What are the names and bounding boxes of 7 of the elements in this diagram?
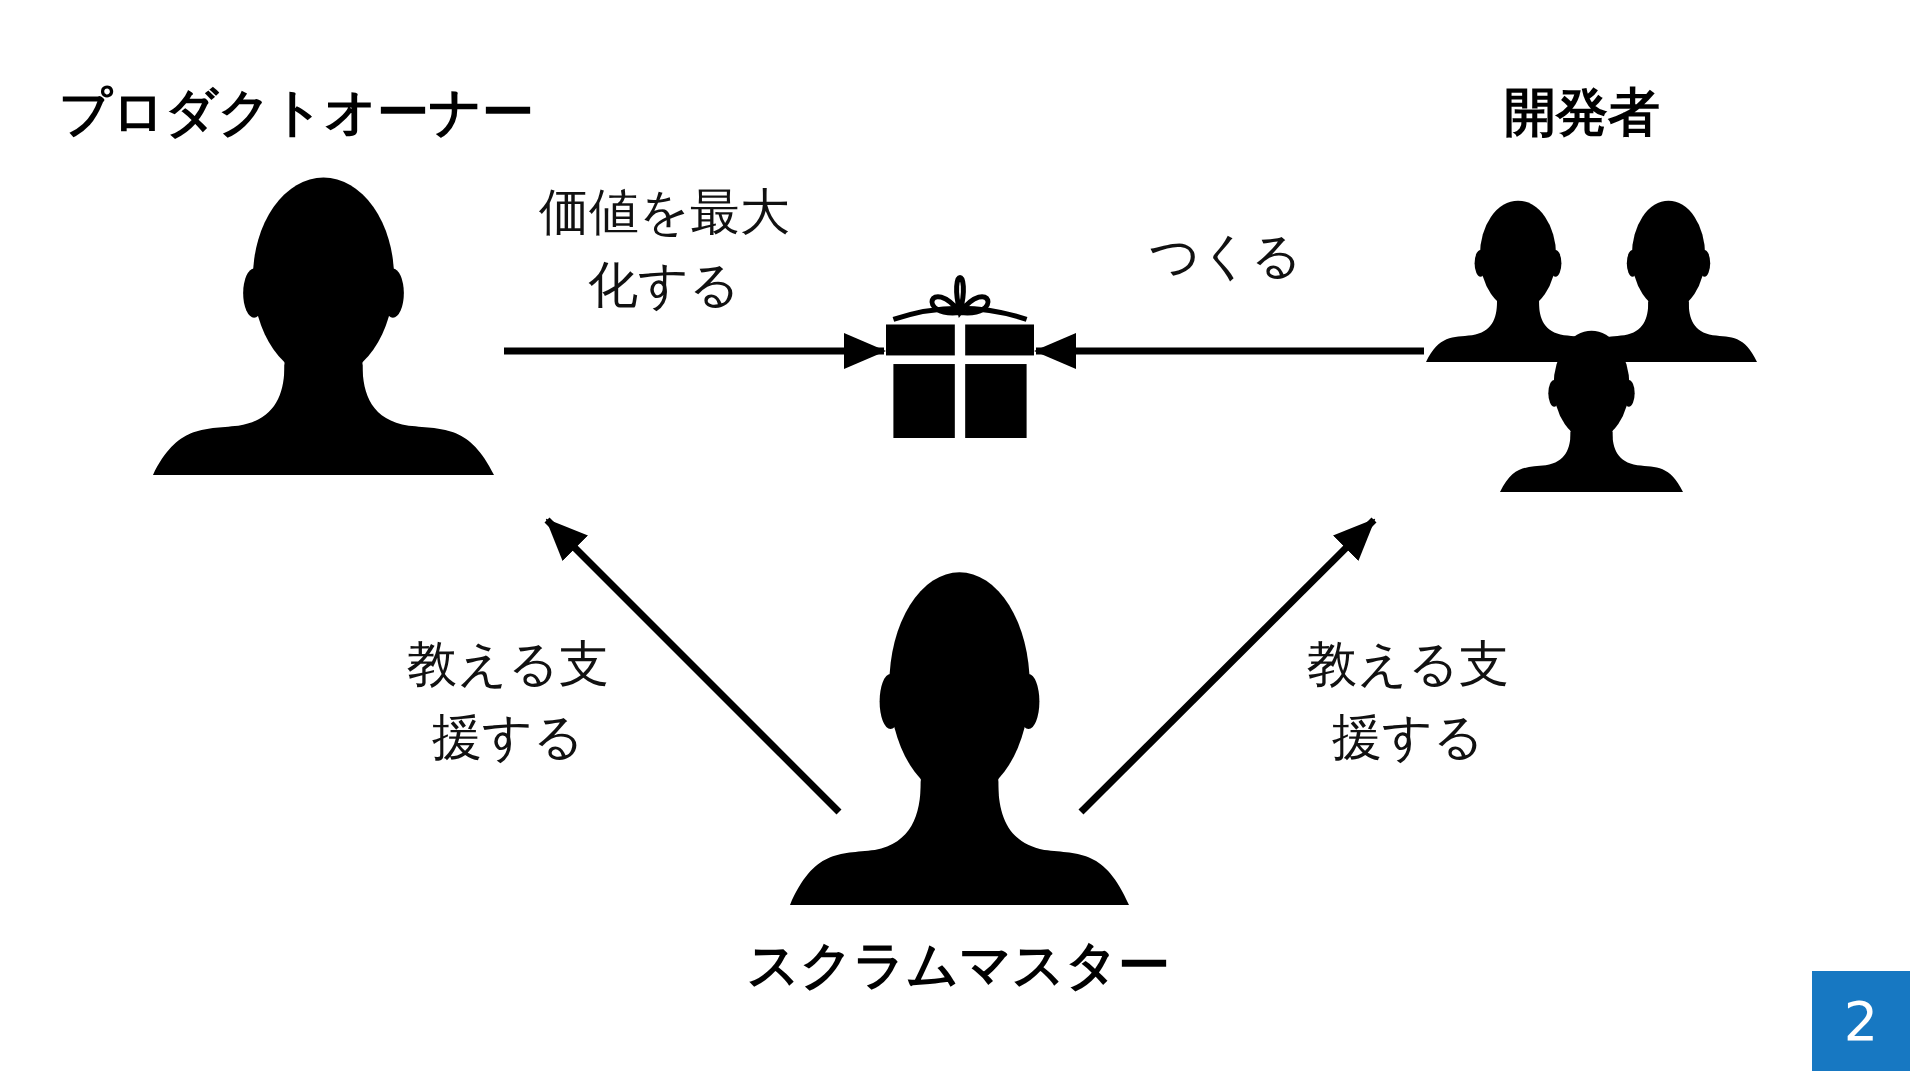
arrow <box>1034 333 1424 369</box>
arrow <box>1078 517 1377 815</box>
role-heading: 開発者 <box>1504 86 1660 138</box>
role-heading: プロダクトオーナー <box>59 86 534 138</box>
arrow <box>544 517 842 815</box>
page-number-badge: 2 <box>1812 971 1910 1071</box>
role-heading: スクラムマスター <box>745 939 1171 991</box>
